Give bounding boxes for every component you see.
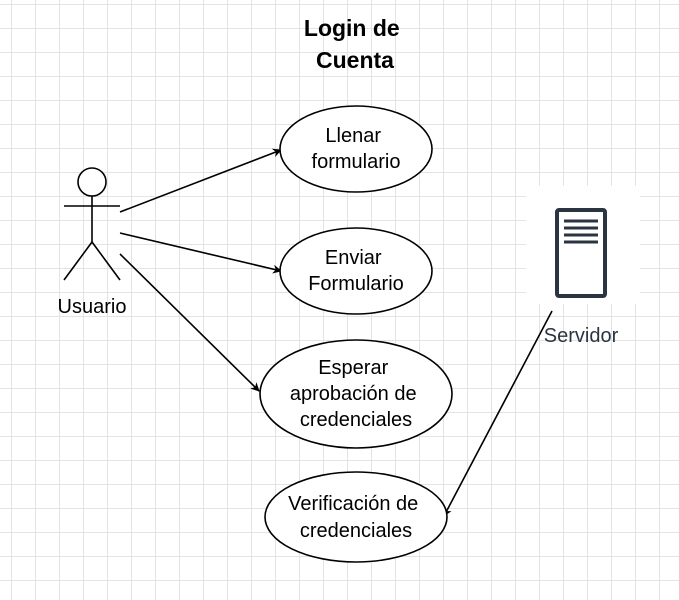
actor-left-leg bbox=[63, 241, 93, 281]
use-case-verificacion-credenciales[interactable]: Verificación de credenciales bbox=[264, 471, 448, 563]
arrow-usuario-enviar[interactable] bbox=[119, 232, 282, 274]
use-case-esperar-aprobacion[interactable]: Esperar aprobación de credenciales bbox=[259, 339, 453, 449]
server-icon[interactable] bbox=[555, 208, 607, 298]
use-case-label-line: formulario bbox=[312, 151, 401, 173]
use-case-label-line: Verificación de bbox=[288, 493, 418, 515]
server-label: Servidor bbox=[544, 325, 619, 347]
use-case-label: Esperar aprobación de credenciales bbox=[290, 357, 422, 431]
actor-label: Usuario bbox=[58, 296, 127, 318]
actor-usuario[interactable] bbox=[63, 167, 121, 281]
use-case-label: Llenar formulario bbox=[312, 125, 401, 173]
use-case-label-line: Esperar bbox=[318, 357, 388, 379]
use-case-label: Verificación de credenciales bbox=[288, 493, 424, 542]
use-case-label-line: credenciales bbox=[300, 520, 412, 542]
actor-right-leg bbox=[91, 241, 121, 281]
arrow-usuario-esperar[interactable] bbox=[119, 253, 260, 392]
connectors bbox=[119, 148, 553, 517]
arrow-usuario-llenar[interactable] bbox=[119, 148, 282, 213]
actor-head bbox=[77, 167, 107, 197]
use-case-enviar-formulario[interactable]: Enviar Formulario bbox=[279, 227, 433, 315]
use-case-label-line: aprobación de bbox=[290, 383, 417, 405]
use-case-label-line: Enviar bbox=[325, 247, 382, 269]
arrow-servidor-verificacion[interactable] bbox=[443, 310, 553, 517]
diagram-title-line: Login de bbox=[304, 15, 400, 41]
diagram-title: Login de Cuenta bbox=[304, 15, 406, 73]
use-case-label-line: Llenar bbox=[325, 125, 381, 147]
use-case-label-line: Formulario bbox=[308, 273, 404, 295]
use-case-label-line: credenciales bbox=[300, 409, 412, 431]
use-case-llenar-formulario[interactable]: Llenar formulario bbox=[279, 105, 433, 193]
diagram-title-line: Cuenta bbox=[316, 47, 394, 73]
use-case-label: Enviar Formulario bbox=[308, 247, 404, 295]
